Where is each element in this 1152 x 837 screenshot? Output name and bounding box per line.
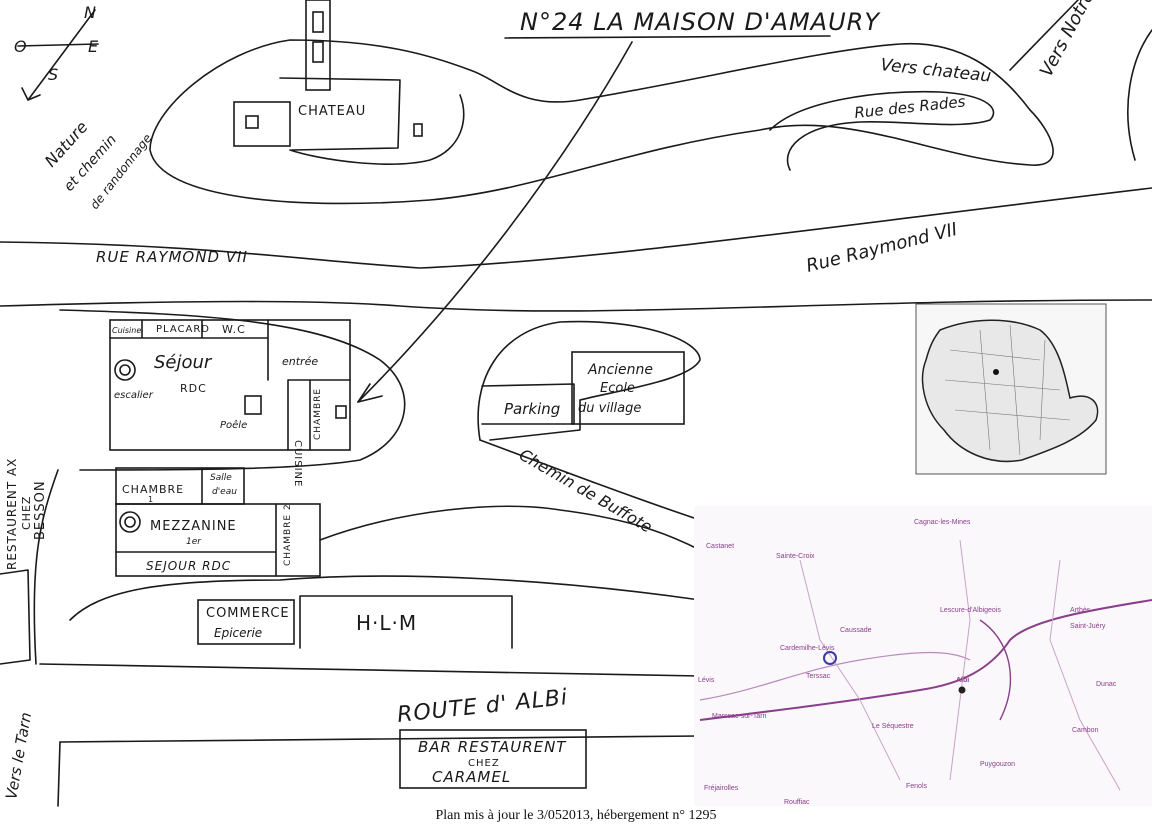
parking-label: Parking [504, 400, 560, 418]
svg-text:Fenols: Fenols [906, 783, 928, 790]
svg-text:Arthès: Arthès [1070, 607, 1091, 614]
bar-restaurant-caramel [399, 729, 587, 789]
map-footer-caption: Plan mis à jour le 3/052013, hébergement… [435, 808, 717, 823]
svg-text:1er: 1er [186, 537, 202, 547]
compass-rose: O N E S [14, 3, 99, 101]
svg-text:Saint-Juéry: Saint-Juéry [1070, 623, 1106, 630]
svg-text:Dunac: Dunac [1096, 681, 1117, 688]
svg-text:Lévis: Lévis [698, 677, 715, 684]
svg-text:Rouffiac: Rouffiac [784, 799, 810, 806]
route-albi-label: ROUTE d' ALBi [396, 685, 569, 728]
hlm-label: H·L·M [356, 611, 417, 635]
nature-trail-label: Nature et chemin de randonnage [41, 117, 155, 212]
department-locator-map [915, 303, 1107, 475]
vers-tarn-label: Vers le Tarn [2, 711, 35, 801]
rue-des-rades-label: Rue des Rades [854, 92, 967, 122]
svg-text:Marssac-sur-Tarn: Marssac-sur-Tarn [712, 713, 767, 720]
svg-text:d'eau: d'eau [212, 487, 237, 497]
map-title: N°24 LA MAISON D'AMAURY [520, 8, 881, 36]
svg-text:Sainte-Croix: Sainte-Croix [776, 553, 815, 560]
svg-text:Cambon: Cambon [1072, 727, 1099, 734]
svg-text:Caussade: Caussade [840, 627, 872, 634]
vers-croix-label: Vers Notre Croix [1036, 0, 1124, 80]
svg-text:entrée: entrée [282, 355, 318, 368]
house-island-outline [59, 309, 406, 471]
ancienne-ecole-building [571, 351, 685, 425]
area-road-map: Cagnac-les-Mines Castanet Sainte-Croix L… [694, 506, 1152, 806]
svg-text:CHEZ: CHEZ [468, 758, 500, 769]
svg-text:Epicerie: Epicerie [214, 626, 262, 640]
svg-text:Le Séquestre: Le Séquestre [872, 723, 914, 730]
svg-text:CHAMBRE: CHAMBRE [313, 388, 323, 440]
svg-text:Fréjairolles: Fréjairolles [704, 785, 739, 792]
svg-text:Cagnac-les-Mines: Cagnac-les-Mines [914, 519, 971, 526]
chateau-annex [233, 101, 291, 147]
svg-text:PLACARD: PLACARD [156, 324, 210, 335]
svg-text:SEJOUR RDC: SEJOUR RDC [146, 559, 231, 573]
svg-text:Cardemilhe-Lévis: Cardemilhe-Lévis [780, 645, 835, 652]
house-upper-floor-plan: CHAMBRE 1 Salle d'eau MEZZANINE 1er CHAM… [115, 467, 321, 577]
rue-des-rades-road [769, 90, 995, 171]
compass-west-label: O [14, 37, 27, 56]
svg-text:du village: du village [578, 401, 641, 416]
chateau-label: CHATEAU [298, 104, 366, 119]
restaurant-besson-label-1: RESTAURENT AX [5, 458, 19, 570]
svg-text:Ancienne: Ancienne [587, 362, 653, 378]
compass-north-label: N [84, 3, 96, 22]
chateau-hill-outline [149, 39, 1054, 205]
rue-raymond-south-edge [0, 299, 1152, 312]
compass-south-label: S [48, 65, 58, 84]
svg-text:COMMERCE: COMMERCE [206, 606, 290, 621]
svg-text:CHAMBRE: CHAMBRE [122, 483, 184, 496]
commerce-building [197, 599, 295, 645]
svg-text:escalier: escalier [114, 390, 154, 401]
rue-raymond-left-label: RUE RAYMOND VII [96, 248, 248, 266]
compass-east-label: E [88, 37, 99, 56]
svg-text:CUISINE: CUISINE [292, 440, 303, 487]
svg-text:1: 1 [148, 495, 154, 504]
svg-text:RDC: RDC [180, 382, 207, 395]
chateau-tower [305, 0, 331, 91]
svg-text:CARAMEL: CARAMEL [432, 768, 511, 786]
svg-text:Lescure-d'Albigeois: Lescure-d'Albigeois [940, 607, 1001, 614]
chemin-buffote-label: Chemin de Buffote [516, 445, 656, 537]
house-ground-floor-plan: Cuisine PLACARD W.C Séjour RDC entrée es… [109, 319, 351, 487]
svg-text:W.C: W.C [222, 323, 246, 336]
svg-text:CHEZ: CHEZ [20, 496, 33, 530]
svg-text:Cuisine: Cuisine [112, 326, 141, 335]
svg-text:Ecole: Ecole [600, 381, 635, 396]
svg-text:Poêle: Poêle [220, 419, 247, 431]
svg-text:CHAMBRE 2: CHAMBRE 2 [283, 503, 293, 566]
svg-text:BAR RESTAURENT: BAR RESTAURENT [418, 738, 567, 756]
svg-text:BESSON: BESSON [33, 480, 48, 540]
svg-text:Albi: Albi [956, 677, 969, 684]
title-pointer-arrow [357, 41, 633, 403]
svg-text:Castanet: Castanet [706, 543, 734, 550]
parking-block-outline [477, 320, 701, 441]
rue-raymond-north-edge [0, 187, 1152, 269]
svg-text:Puygouzon: Puygouzon [980, 761, 1015, 768]
svg-text:Terssac: Terssac [806, 673, 831, 680]
mezzanine-label: MEZZANINE [150, 519, 237, 534]
sejour-label: Séjour [154, 352, 213, 373]
svg-text:Salle: Salle [210, 473, 232, 483]
